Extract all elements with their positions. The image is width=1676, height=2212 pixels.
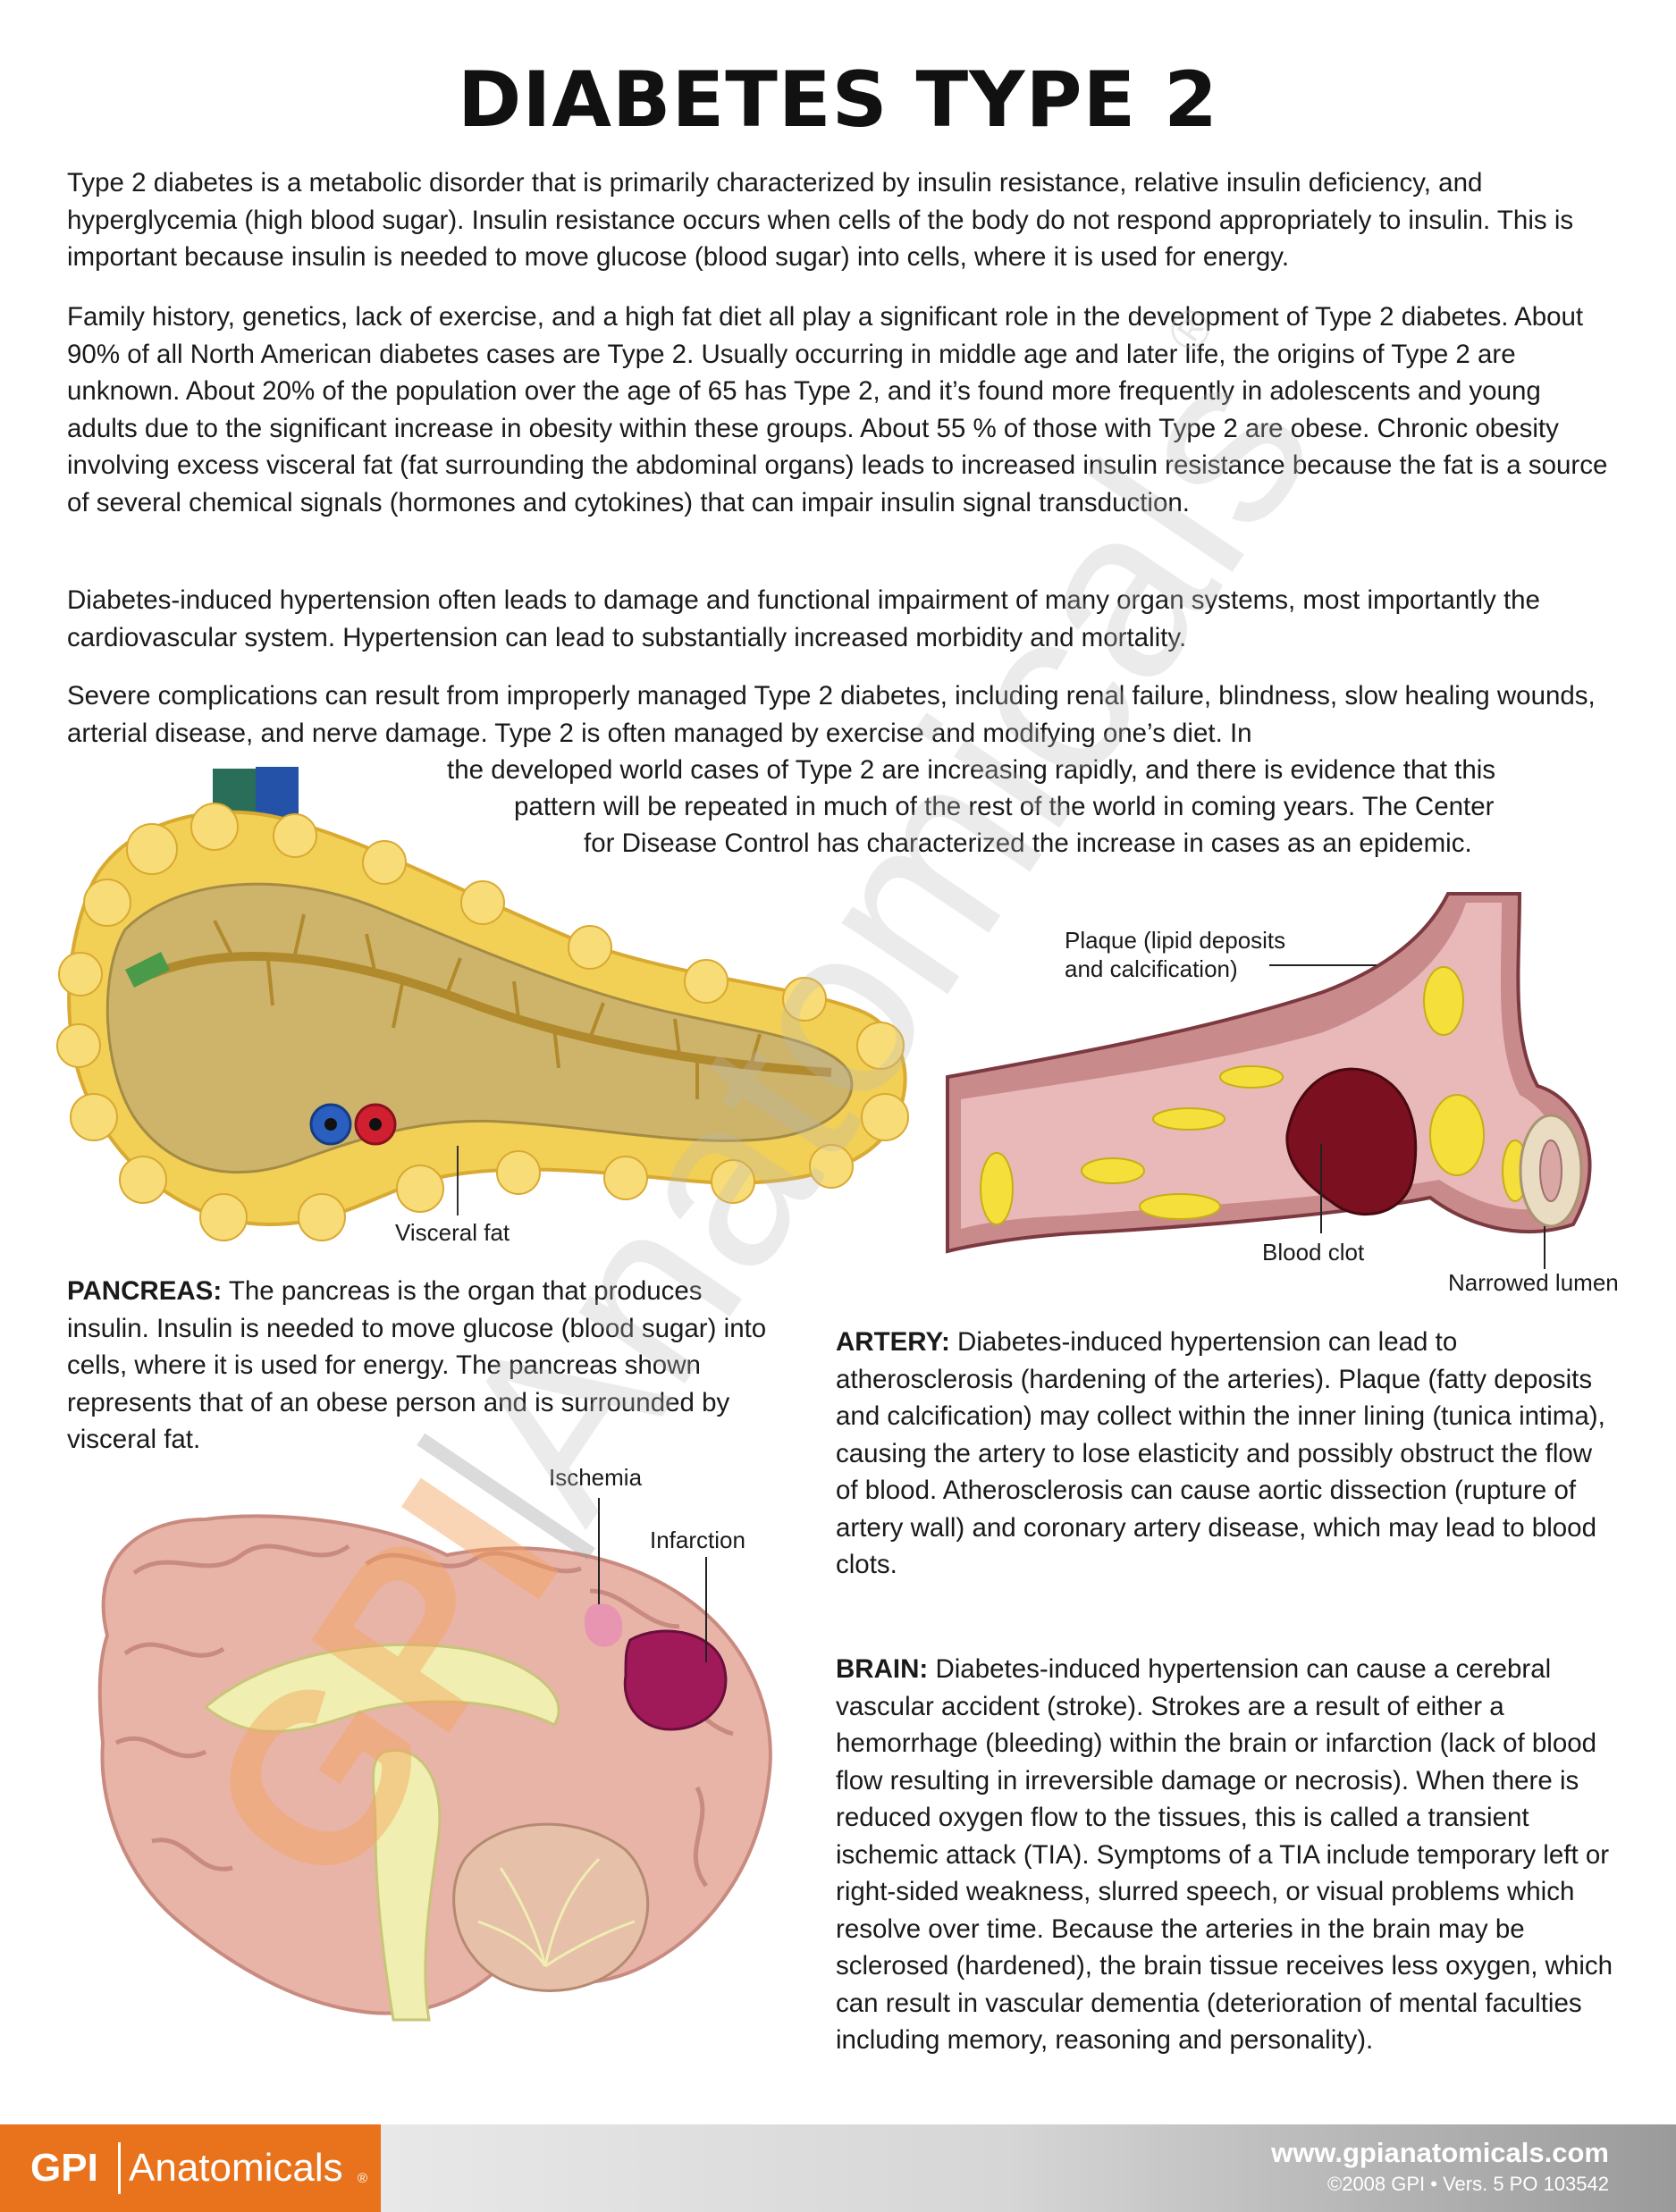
- pancreas-bile-duct-green: [125, 952, 170, 988]
- blood-clot-label: Blood clot: [1262, 1239, 1365, 1266]
- brain-text: Diabetes-induced hypertension can cause …: [836, 1654, 1613, 2055]
- brainstem: [372, 1749, 442, 2022]
- brand-name: Anatomicals: [129, 2146, 343, 2190]
- pancreas-illustration: [56, 767, 909, 1241]
- footer-bar: GPI Anatomicals ® www.gpianatomicals.com…: [0, 2124, 1676, 2212]
- artery-text: Diabetes-induced hypertension can lead t…: [836, 1327, 1605, 1579]
- narrowed-lumen-label: Narrowed lumen: [1448, 1269, 1619, 1296]
- blood-clot-shape: [1285, 1067, 1418, 1216]
- pancreas-heading: PANCREAS:: [67, 1276, 223, 1306]
- intro-paragraph-3: Diabetes-induced hypertension often lead…: [67, 585, 1540, 652]
- duct-branches: [213, 913, 762, 1099]
- plaque-label-line-2: and calcification): [1065, 955, 1238, 982]
- footer-brand-logo: GPI Anatomicals ®: [0, 2124, 381, 2212]
- ischemia-area: [584, 1603, 623, 1647]
- infarction-label: Infarction: [650, 1527, 745, 1553]
- artery-section: ARTERY: Diabetes-induced hypertension ca…: [836, 1324, 1613, 1584]
- footer-copyright: ©2008 GPI • Vers. 5 PO 103542: [1327, 2173, 1609, 2195]
- pancreas-text: The pancreas is the organ that produces …: [67, 1276, 767, 1454]
- intro-paragraph-1: Type 2 diabetes is a metabolic disorder …: [67, 168, 1574, 272]
- pancreatic-duct: [150, 951, 832, 1077]
- brand-registered-mark: ®: [358, 2171, 368, 2186]
- brain-section: BRAIN: Diabetes-induced hypertension can…: [836, 1651, 1613, 2059]
- intro-paragraph-4-line-3: the developed world cases of Type 2 are …: [447, 755, 1496, 785]
- cerebellum: [452, 1822, 650, 1992]
- ischemia-label: Ischemia: [549, 1464, 643, 1491]
- corpus-callosum: [203, 1643, 560, 1733]
- brand-gpi: GPI: [30, 2146, 98, 2190]
- pancreas-section: PANCREAS: The pancreas is the organ that…: [67, 1273, 791, 1459]
- intro-paragraph-4: Severe complications can result from imp…: [67, 681, 1596, 748]
- intro-paragraph-2: Family history, genetics, lack of exerci…: [67, 302, 1608, 517]
- visceral-fat-label: Visceral fat: [395, 1219, 510, 1246]
- arbor-vitae: [477, 1857, 636, 1968]
- pancreas-duct-top-blue: [256, 767, 299, 820]
- artery-heading: ARTERY:: [836, 1327, 950, 1357]
- brain-heading: BRAIN:: [836, 1654, 929, 1684]
- cerebrum: [97, 1514, 772, 2015]
- intro-paragraph-4-line-4: pattern will be repeated in much of the …: [514, 792, 1495, 821]
- artery-illustration: [946, 892, 1592, 1269]
- intro-paragraph-4-line-5: for Disease Control has characterized th…: [584, 828, 1472, 858]
- page-title: DIABETES TYPE 2: [457, 55, 1219, 145]
- plaque-label-line-1: Plaque (lipid deposits: [1065, 927, 1286, 954]
- fat-lobules: [56, 803, 909, 1241]
- infarction-area: [623, 1629, 728, 1731]
- footer-website-link[interactable]: www.gpianatomicals.com: [1271, 2137, 1609, 2168]
- brain-illustration: [97, 1498, 772, 2022]
- brand-separator: [118, 2142, 121, 2194]
